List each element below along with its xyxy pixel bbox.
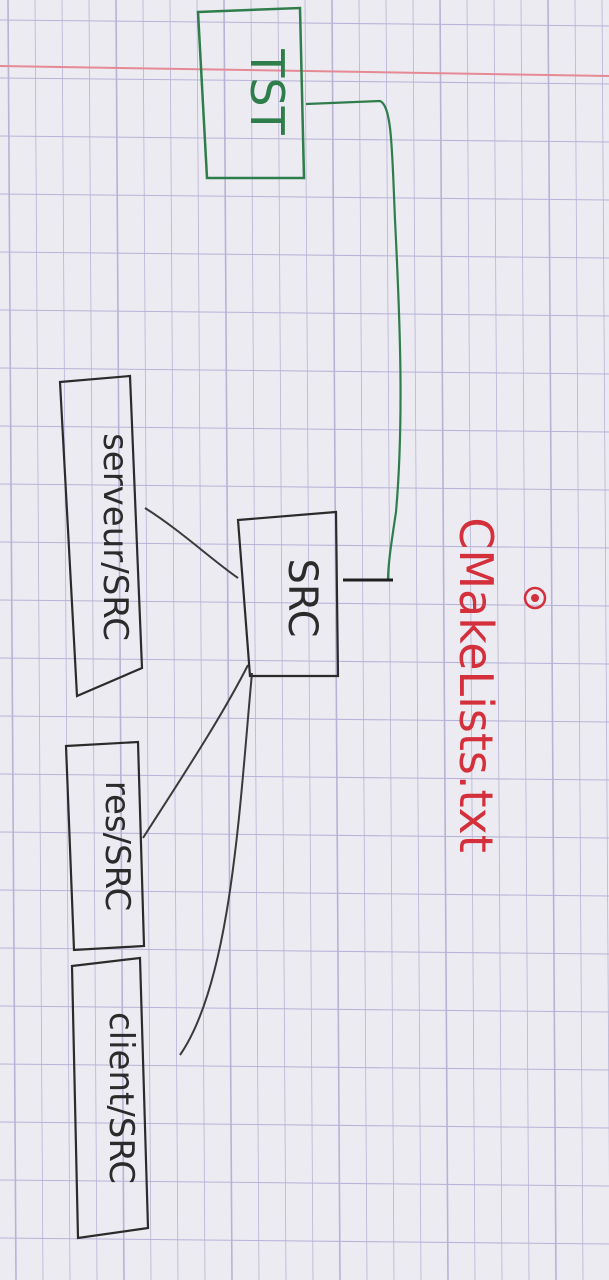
grid-line-horizontal (0, 1179, 609, 1187)
grid-line-horizontal (0, 19, 609, 27)
edge-src-res (142, 664, 249, 839)
node-serveur-box (58, 374, 144, 698)
node-res-box (64, 740, 146, 952)
grid-line-vertical (196, 0, 206, 1280)
grid-line-horizontal (0, 135, 609, 143)
grid-line-vertical (250, 0, 260, 1280)
grid-line-vertical (61, 0, 71, 1280)
node-src: SRC (236, 510, 340, 678)
grid-line-vertical (412, 0, 422, 1280)
node-client: client/SRC (70, 956, 150, 1240)
node-serveur: serveur/SRC (58, 374, 144, 698)
node-client-box (70, 956, 150, 1240)
node-serveur-label: serveur/SRC (95, 433, 135, 641)
grid-line-horizontal (0, 657, 609, 665)
node-tst: TST (196, 6, 306, 180)
grid-line-vertical (7, 0, 17, 1280)
grid-line-horizontal (0, 831, 609, 839)
grid-line-vertical (115, 0, 125, 1280)
cmakelists-annotation: CMakeLists.txt (449, 517, 547, 853)
grid-line-horizontal (0, 1063, 609, 1071)
grid-line-vertical (493, 0, 503, 1280)
grid-line-vertical (466, 0, 476, 1280)
grid-line-horizontal (0, 483, 609, 491)
grid-line-vertical (358, 0, 368, 1280)
node-res-label: res/SRC (97, 781, 137, 912)
grid-line-vertical (385, 0, 395, 1280)
grid-line-horizontal (0, 773, 609, 781)
node-res: res/SRC (64, 740, 146, 952)
grid-line-horizontal (0, 1005, 609, 1013)
grid-line-vertical (169, 0, 179, 1280)
edge-src-serveur (144, 507, 239, 579)
grid-line-vertical (304, 0, 314, 1280)
grid-line-horizontal (0, 599, 609, 607)
grid-line-horizontal (0, 193, 609, 201)
edge-tst-src (305, 99, 402, 581)
grid-line-vertical (331, 0, 341, 1280)
grid-line-vertical (574, 0, 584, 1280)
grid-line-vertical (34, 0, 44, 1280)
node-tst-label: TST (240, 48, 294, 135)
node-tst-box (196, 6, 306, 180)
grid-line-vertical (88, 0, 98, 1280)
grid-line-vertical (601, 0, 609, 1185)
grid-line-horizontal (0, 715, 609, 723)
grid-line-horizontal (0, 309, 609, 317)
bullet-icon (523, 586, 547, 610)
bullet-icon-inner (531, 594, 539, 602)
grid-line-vertical (142, 0, 152, 1280)
grid-line-vertical (520, 0, 530, 1280)
grid-line-vertical (223, 0, 233, 1280)
node-src-label: SRC (279, 558, 325, 637)
grid-line-horizontal (0, 1121, 609, 1129)
node-src-box (236, 510, 340, 678)
grid-line-horizontal (0, 541, 609, 549)
node-client-label: client/SRC (101, 1012, 141, 1184)
grid-line-vertical (439, 0, 449, 1280)
grid-line-horizontal (0, 889, 609, 897)
grid-line-horizontal (0, 77, 609, 85)
grid-line-vertical (277, 0, 287, 1280)
paper-margin-line (0, 65, 609, 77)
cmakelists-label: CMakeLists.txt (449, 517, 503, 853)
grid-line-horizontal (0, 1237, 609, 1245)
edge-src-client (179, 672, 253, 1056)
grid-line-vertical (547, 0, 557, 1280)
grid-line-horizontal (0, 367, 609, 375)
grid-line-horizontal (0, 251, 609, 259)
grid-line-horizontal (0, 425, 609, 433)
